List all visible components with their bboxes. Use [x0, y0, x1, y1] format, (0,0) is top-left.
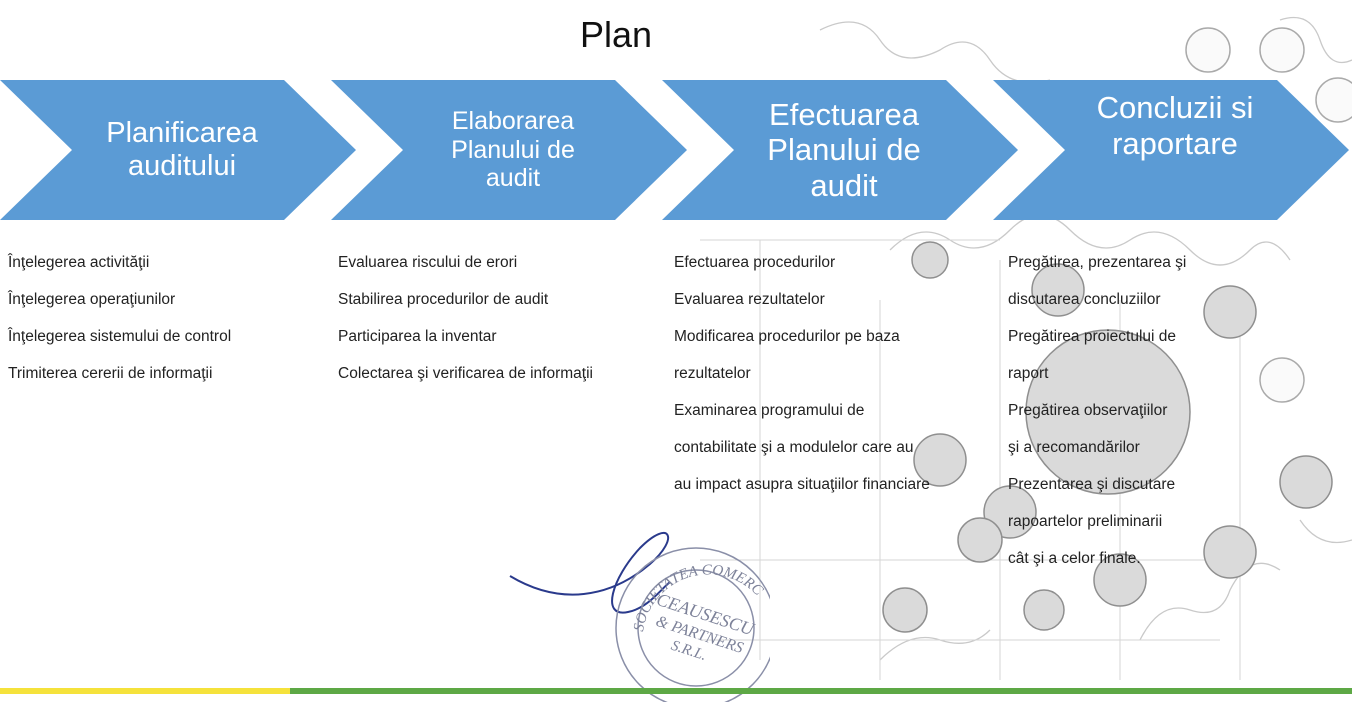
- activity-item: Stabilirea procedurilor de audit: [338, 291, 549, 308]
- activity-item: cât şi a celor finale.: [1008, 550, 1141, 567]
- activity-item: Pregătirea, prezentarea şi: [1008, 254, 1187, 271]
- activities-reporting: Pregătirea, prezentarea şi discutarea co…: [1008, 254, 1186, 587]
- stage-label: Planificarea auditului: [106, 116, 258, 182]
- activity-item: Pregătirea proiectului de: [1008, 328, 1177, 345]
- stage-chevron-plan-execution: Efectuarea Planului de audit: [662, 80, 1018, 220]
- activity-item: rezultatelor: [674, 365, 751, 382]
- stage-chevron-plan-elaboration: Elaborarea Planului de audit: [331, 80, 687, 220]
- company-stamp: SOCIETATEA COMERCIALĂ * CONSTANŢA - ROMÂ…: [500, 520, 770, 702]
- stamp-seal: [615, 547, 770, 702]
- activity-item: Pregătirea observaţiilor: [1008, 402, 1168, 419]
- activity-item: Modificarea procedurilor pe baza: [674, 328, 900, 345]
- stage-label: Elaborarea Planului de audit: [451, 106, 575, 193]
- activity-item: Trimiterea cererii de informaţii: [8, 365, 213, 382]
- stage-chevron-planning: Planificarea auditului: [0, 80, 356, 220]
- activities-plan-elaboration: Evaluarea riscului de erori Stabilirea p…: [338, 254, 593, 402]
- activity-item: Efectuarea procedurilor: [674, 254, 836, 271]
- activity-item: Evaluarea riscului de erori: [338, 254, 518, 271]
- activity-item: contabilitate şi a modulelor care au: [674, 439, 914, 456]
- activity-item: Examinarea programului de: [674, 402, 865, 419]
- activity-item: Evaluarea rezultatelor: [674, 291, 825, 308]
- activity-item: Colectarea şi verificarea de informaţii: [338, 365, 593, 382]
- activity-item: Înţelegerea operaţiunilor: [8, 291, 176, 308]
- activities-plan-execution: Efectuarea procedurilor Evaluarea rezult…: [674, 254, 930, 513]
- activity-item: Înţelegerea sistemului de control: [8, 328, 232, 345]
- stage-label: Concluzii si raportare: [1096, 90, 1254, 161]
- stage-label: Efectuarea Planului de audit: [767, 96, 921, 203]
- activity-item: Prezentarea şi discutare: [1008, 476, 1176, 493]
- page-title: Plan: [579, 14, 653, 55]
- signature-mark: [509, 532, 671, 614]
- activity-item: şi a recomandărilor: [1008, 439, 1140, 456]
- activities-planning: Înţelegerea activităţii Înţelegerea oper…: [8, 254, 231, 402]
- activity-item: au impact asupra situaţiilor financiare: [674, 476, 930, 493]
- activity-item: discutarea concluziilor: [1008, 291, 1161, 308]
- activity-item: Înţelegerea activităţii: [8, 254, 150, 271]
- activity-item: rapoartelor preliminarii: [1008, 513, 1163, 530]
- stage-chevron-reporting: Concluzii si raportare: [993, 80, 1349, 220]
- activity-item: Participarea la inventar: [338, 328, 497, 345]
- bottom-color-bar: [0, 688, 1352, 694]
- activity-item: raport: [1008, 365, 1049, 382]
